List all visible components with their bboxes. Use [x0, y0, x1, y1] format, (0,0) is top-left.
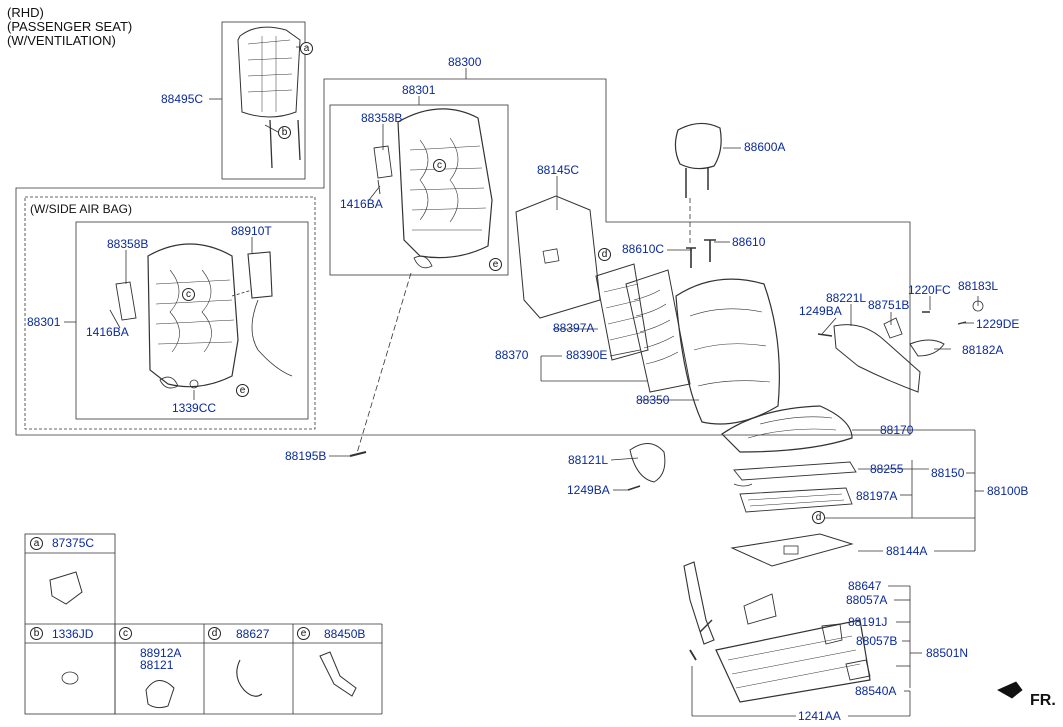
callout-d-cushion: d: [812, 511, 825, 524]
callout-a: a: [300, 42, 313, 55]
side-airbag-dashed-box: [24, 196, 316, 430]
part-88255[interactable]: 88255: [870, 462, 904, 476]
part-88301-airbag[interactable]: 88301: [27, 315, 61, 329]
part-88301-top[interactable]: 88301: [402, 83, 436, 97]
callout-e-airbag: e: [236, 384, 249, 397]
legend-part-88912A[interactable]: 88912A: [140, 646, 182, 660]
legend-key-e: e: [297, 627, 310, 640]
legend-key-b: b: [30, 627, 43, 640]
legend-part-1336JD[interactable]: 1336JD: [52, 627, 94, 641]
part-1220FC[interactable]: 1220FC: [908, 283, 951, 297]
legend-part-87375C[interactable]: 87375C: [52, 536, 95, 550]
legend-key-d: d: [208, 627, 221, 640]
part-88540A[interactable]: 88540A: [855, 684, 897, 698]
airbag-frame-box: [75, 221, 309, 420]
part-88145C[interactable]: 88145C: [537, 163, 580, 177]
part-88358B-top[interactable]: 88358B: [361, 111, 403, 125]
part-88350[interactable]: 88350: [636, 393, 670, 407]
part-88300[interactable]: 88300: [448, 55, 482, 69]
part-88057B[interactable]: 88057B: [856, 634, 898, 648]
part-1416BA-top[interactable]: 1416BA: [340, 197, 383, 211]
callout-c-airbag: c: [182, 288, 195, 301]
side-airbag-title: (W/SIDE AIR BAG): [30, 202, 133, 216]
part-1249BA-center[interactable]: 1249BA: [567, 483, 610, 497]
part-88600A[interactable]: 88600A: [744, 140, 786, 154]
callout-b: b: [278, 126, 291, 139]
part-88191J[interactable]: 88191J: [848, 615, 888, 629]
part-88358B-airbag[interactable]: 88358B: [107, 237, 149, 251]
part-88610C[interactable]: 88610C: [622, 242, 665, 256]
part-88751B[interactable]: 88751B: [868, 298, 910, 312]
part-88370[interactable]: 88370: [495, 348, 529, 362]
part-88495C[interactable]: 88495C: [161, 92, 204, 106]
part-88150[interactable]: 88150: [931, 466, 965, 480]
part-88910T[interactable]: 88910T: [231, 224, 272, 238]
part-88390E[interactable]: 88390E: [566, 348, 608, 362]
legend-part-88121[interactable]: 88121: [140, 658, 174, 672]
part-88197A[interactable]: 88197A: [856, 489, 898, 503]
legend-key-c: c: [119, 627, 132, 640]
part-1416BA-airbag[interactable]: 1416BA: [86, 325, 129, 339]
part-88221L[interactable]: 88221L: [826, 291, 867, 305]
part-1241AA[interactable]: 1241AA: [798, 709, 841, 723]
part-88121L[interactable]: 88121L: [568, 453, 609, 467]
header-passenger-seat: (PASSENGER SEAT): [7, 19, 133, 34]
legend-part-88450B[interactable]: 88450B: [324, 627, 366, 641]
seatback-group-frame: [15, 78, 911, 436]
part-88610[interactable]: 88610: [732, 235, 766, 249]
callout-e-top: e: [489, 258, 502, 271]
part-88170[interactable]: 88170: [880, 423, 914, 437]
part-88647[interactable]: 88647: [848, 579, 882, 593]
header-rhd: (RHD): [7, 5, 44, 20]
legend-key-a: a: [30, 537, 43, 550]
part-1229DE[interactable]: 1229DE: [976, 317, 1020, 331]
headrest-cover-frame: [221, 21, 306, 180]
legend-part-88627[interactable]: 88627: [236, 627, 270, 641]
part-88195B[interactable]: 88195B: [285, 449, 327, 463]
front-direction-label: FR.: [1030, 692, 1056, 709]
part-88057A[interactable]: 88057A: [846, 593, 888, 607]
header-ventilation: (W/VENTILATION): [7, 33, 116, 48]
part-1249BA-right[interactable]: 1249BA: [799, 304, 842, 318]
part-88501N[interactable]: 88501N: [926, 646, 969, 660]
part-88397A[interactable]: 88397A: [553, 321, 595, 335]
callout-c-top: c: [433, 159, 446, 172]
callout-d-pad: d: [598, 248, 611, 261]
part-88182A[interactable]: 88182A: [962, 343, 1004, 357]
part-88183L[interactable]: 88183L: [958, 279, 999, 293]
part-88100B[interactable]: 88100B: [987, 484, 1029, 498]
part-88144A[interactable]: 88144A: [886, 544, 928, 558]
part-1339CC[interactable]: 1339CC: [172, 401, 217, 415]
